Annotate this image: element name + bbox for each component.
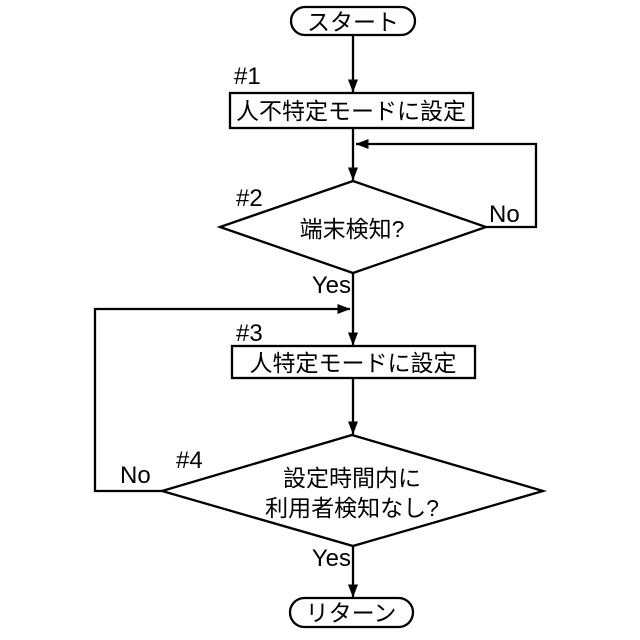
- decision4-no-label: No: [120, 462, 151, 489]
- start-terminal: [289, 5, 417, 37]
- decision2-label: 端末検知?: [300, 216, 405, 242]
- edge-decision2-no-loop: [355, 139, 538, 229]
- decision4-diamond: [157, 433, 548, 548]
- decision2-diamond: [216, 179, 490, 275]
- step3-number: #3: [236, 320, 263, 347]
- return-terminal: [288, 596, 415, 629]
- step1-process-box: [228, 91, 475, 130]
- step3-process-box: [230, 344, 477, 380]
- decision4-number: #4: [176, 447, 203, 474]
- start-label: スタート: [307, 9, 399, 35]
- edge-decision4-no-loop: [93, 304, 351, 493]
- decision4-label-line1: 設定時間内に: [283, 465, 421, 491]
- step3-label: 人特定モードに設定: [250, 350, 457, 376]
- decision2-yes-label: Yes: [312, 272, 351, 299]
- return-label: リターン: [306, 600, 397, 626]
- decision4-yes-label: Yes: [312, 545, 351, 572]
- decision2-number: #2: [236, 185, 263, 212]
- decision4-label-line2: 利用者検知なし?: [265, 495, 439, 521]
- step1-number: #1: [234, 63, 261, 90]
- decision2-no-label: No: [489, 201, 520, 228]
- step1-label: 人不特定モードに設定: [236, 98, 466, 124]
